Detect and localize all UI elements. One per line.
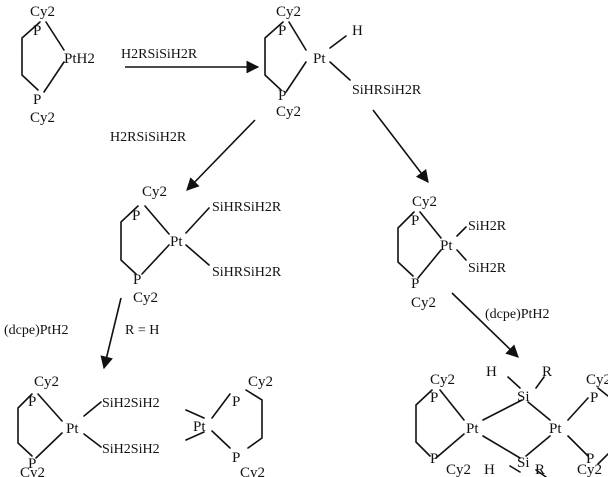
reagent-label: (dcpe)PtH2	[485, 307, 550, 322]
cy2-label: Cy2	[577, 462, 602, 477]
cy2-label: Cy2	[412, 194, 437, 210]
chelate-ring	[397, 211, 467, 279]
silyl-label: SiHRSiH2R	[352, 83, 422, 98]
cy2-label: Cy2	[586, 372, 608, 388]
reaction-arrow-1: H2RSiSiH2R	[121, 47, 260, 74]
silicon-label: Si	[517, 455, 530, 471]
phosphorus-label: P	[132, 208, 140, 224]
phosphorus-label: P	[33, 92, 41, 108]
cy2-label: Cy2	[30, 110, 55, 126]
cy2-label: Cy2	[276, 104, 301, 120]
phosphorus-label: P	[411, 276, 419, 292]
phosphorus-label: P	[278, 88, 286, 104]
platinum-label: Pt	[193, 419, 206, 435]
phosphorus-label: P	[133, 272, 141, 288]
cy2-label: Cy2	[248, 374, 273, 390]
chelate-ring-right	[185, 389, 263, 449]
phosphorus-label: P	[33, 23, 41, 39]
chelate-ring-left	[17, 393, 102, 459]
cy2-label: Cy2	[20, 465, 45, 477]
structure-dinuclear-silylene: H R Cy2 P Si Pt Pt Cy2 P Si P P Cy2 H R …	[415, 364, 608, 477]
platinum-label: Pt	[549, 421, 562, 437]
bridge-label: SiH2SiH2	[102, 442, 160, 457]
reagent-label: (dcpe)PtH2	[4, 323, 69, 338]
phosphorus-label: P	[232, 450, 240, 466]
silyl-label: SiHRSiH2R	[212, 200, 282, 215]
reaction-arrow-5: (dcpe)PtH2	[451, 292, 550, 358]
silyl-label: SiH2R	[468, 261, 507, 276]
cy2-label: Cy2	[411, 295, 436, 311]
phosphorus-label: P	[278, 23, 286, 39]
reaction-arrow-3	[372, 109, 429, 184]
cy2-label: Cy2	[34, 374, 59, 390]
cy2-label: Cy2	[240, 465, 265, 477]
bridge-label: SiH2SiH2	[102, 396, 160, 411]
phosphorus-label: P	[430, 451, 438, 467]
structure-bis-silyl: Cy2 P Pt SiH2R SiH2R P Cy2	[397, 194, 507, 311]
reaction-arrow-4: (dcpe)PtH2 R = H	[4, 297, 159, 370]
phosphorus-label: P	[28, 456, 36, 472]
cy2-label: Cy2	[446, 462, 471, 477]
silyl-label: SiH2R	[468, 219, 507, 234]
r-group-label: R	[535, 462, 545, 477]
cy2-label: Cy2	[133, 290, 158, 306]
cy2-label: Cy2	[30, 4, 55, 20]
structure-dcpe-pth2: Cy2 P PtH2 P Cy2	[21, 4, 95, 126]
cy2-label: Cy2	[430, 372, 455, 388]
hydride-label: H	[352, 23, 363, 39]
chelate-ring-right	[567, 387, 608, 465]
phosphorus-label: P	[28, 394, 36, 410]
platinum-label: Pt	[170, 234, 183, 250]
structure-pt-hydride-silyl: Cy2 P Pt H SiHRSiH2R P Cy2	[264, 4, 422, 120]
phosphorus-label: P	[430, 390, 438, 406]
pth2-label: PtH2	[64, 51, 95, 67]
platinum-label: Pt	[466, 421, 479, 437]
silicon-label: Si	[517, 389, 530, 405]
phosphorus-label: P	[586, 451, 594, 467]
silyl-label: SiHRSiH2R	[212, 265, 282, 280]
platinum-label: Pt	[313, 51, 326, 67]
phosphorus-label: P	[232, 394, 240, 410]
platinum-label: Pt	[440, 238, 453, 254]
cy2-label: Cy2	[276, 4, 301, 20]
chelate-ring-left	[415, 389, 465, 459]
reagent-label: H2RSiSiH2R	[110, 130, 187, 145]
hydride-label: H	[484, 462, 495, 477]
phosphorus-label: P	[590, 390, 598, 406]
structure-bis-disilanyl: Cy2 P Pt SiHRSiH2R SiHRSiH2R P Cy2	[120, 184, 282, 306]
chelate-ring	[120, 205, 210, 275]
si2pt2-ring	[482, 376, 551, 477]
reagent-label: H2RSiSiH2R	[121, 47, 198, 62]
hydride-label: H	[486, 364, 497, 380]
platinum-label: Pt	[66, 421, 79, 437]
chelate-ring	[21, 21, 65, 93]
structure-dinuclear-disilane: Cy2 P Pt SiH2SiH2 SiH2SiH2 Pt Cy2 P P P …	[17, 374, 273, 477]
r-group-label: R	[542, 364, 552, 380]
reaction-arrow-2: H2RSiSiH2R	[110, 119, 256, 191]
cy2-label: Cy2	[142, 184, 167, 200]
condition-label: R = H	[125, 323, 159, 338]
chelate-ring	[264, 21, 351, 93]
phosphorus-label: P	[411, 213, 419, 229]
